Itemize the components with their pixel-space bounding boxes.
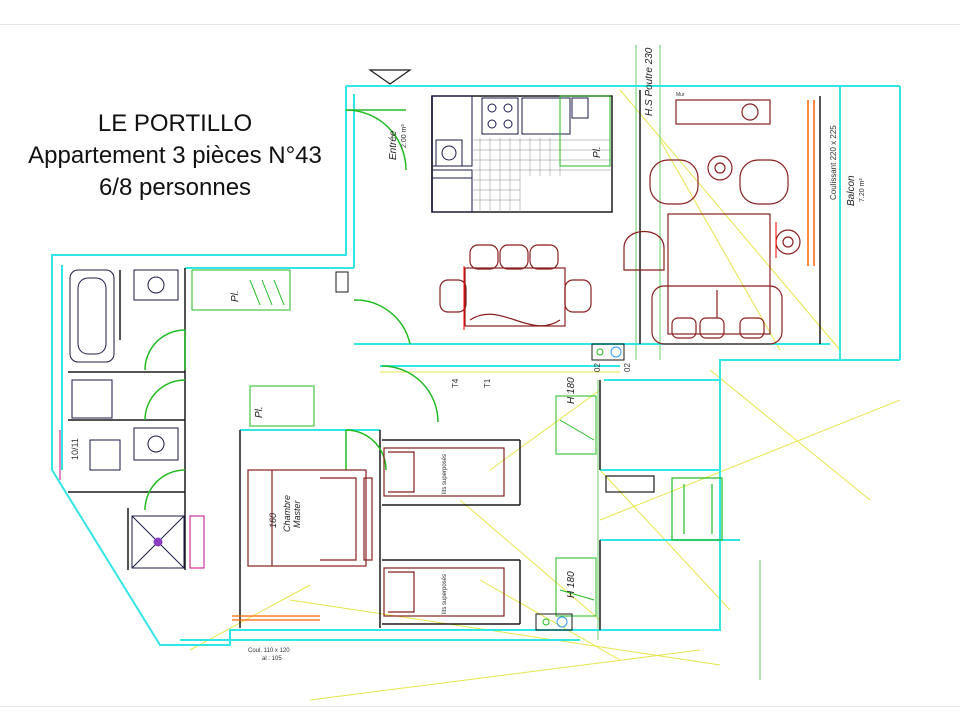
label-02-a: 02	[593, 363, 602, 372]
plan-labels: Entrée 2.00 m² H.S Poutre 230 Coulissant…	[70, 47, 866, 662]
title-apartment: Appartement 3 pièces N°43	[28, 142, 322, 169]
plan-title-block: LE PORTILLO Appartement 3 pièces N°43 6/…	[0, 108, 350, 204]
label-h180-1: H 180	[566, 377, 577, 404]
label-closet-2: Pl.	[230, 290, 241, 302]
utility-boxes	[335, 271, 625, 631]
label-chambre: Chambre	[282, 495, 292, 532]
label-poutre: H.S Poutre 230	[644, 47, 655, 116]
bathroom-fixtures	[69, 269, 185, 569]
label-allege-bottom: al : 105	[262, 656, 282, 662]
bathroom-accents	[59, 430, 205, 569]
kitchen-tile-grid	[472, 138, 612, 212]
label-balcon-area: 7.20 m²	[859, 178, 866, 202]
dining-set	[439, 244, 592, 327]
label-t4: T4	[451, 378, 460, 388]
label-master: Master	[292, 499, 302, 528]
door-swings	[144, 109, 439, 511]
label-entree-area: 2.00 m²	[401, 124, 408, 148]
title-residence: LE PORTILLO	[97, 110, 253, 137]
title-capacity: 6/8 personnes	[98, 174, 252, 201]
label-bunk-2: lits superposés	[442, 574, 448, 614]
label-bed-width: 160	[268, 513, 278, 528]
entrance-arrow-icon	[368, 69, 412, 85]
top-border-line	[0, 24, 960, 25]
label-02-b: 02	[623, 363, 632, 372]
bunk-bed-1	[383, 447, 505, 497]
label-closet-1: Pl.	[592, 146, 603, 158]
kitchen	[431, 95, 589, 213]
dim-marks	[463, 222, 777, 330]
label-wc-number: 10/11	[70, 438, 80, 460]
label-h180-2: H 180	[566, 571, 577, 598]
living-room-furniture	[623, 99, 801, 345]
right-window	[605, 475, 723, 541]
balcony-door	[807, 100, 815, 266]
walls	[51, 85, 901, 646]
axis-lines	[597, 45, 761, 680]
label-balcon: Balcon	[846, 175, 857, 206]
bottom-window	[232, 615, 320, 621]
label-bunk-1: lits superposés	[442, 454, 448, 494]
label-entree: Entrée	[388, 130, 399, 160]
bunk-bed-2	[383, 567, 505, 617]
label-coul-bottom: Coul. 110 x 120	[248, 648, 290, 654]
closets	[191, 95, 611, 617]
label-coulissant: Coulissant 220 x 225	[829, 125, 838, 200]
reference-lines	[189, 89, 901, 701]
bedroom-master-bed	[247, 469, 373, 567]
bottom-border-line	[0, 706, 960, 707]
label-mur: Mur	[676, 92, 685, 98]
label-t1: T1	[483, 378, 492, 388]
inner-walls	[68, 90, 821, 630]
label-closet-3: Pl.	[254, 406, 265, 418]
